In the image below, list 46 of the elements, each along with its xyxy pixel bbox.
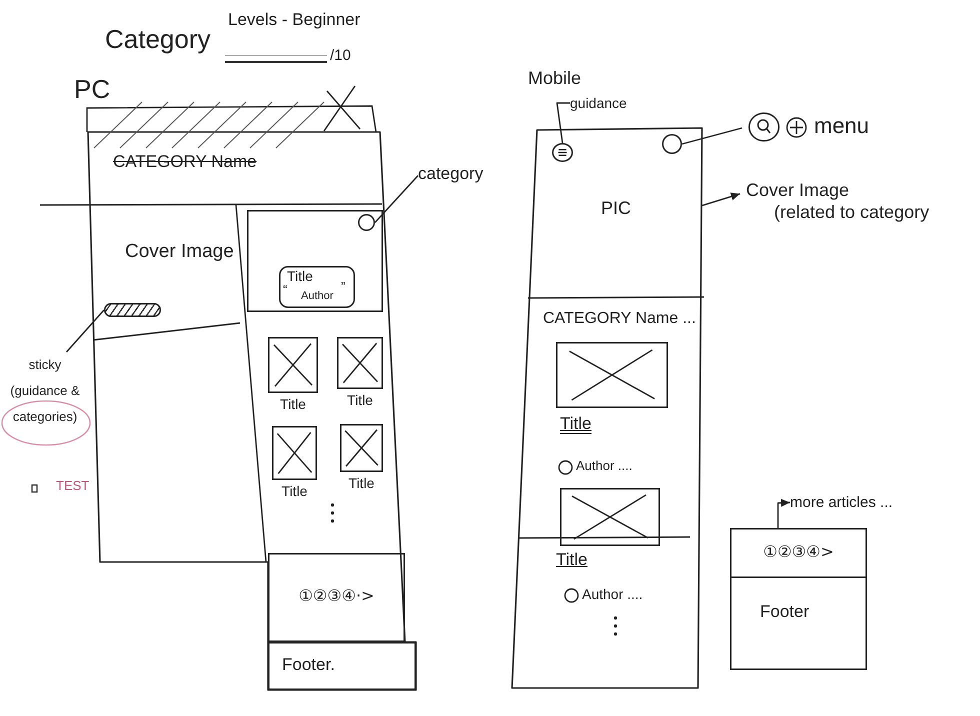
level-text: Levels - Beginner (228, 10, 360, 30)
footer-text: Footer (760, 602, 810, 622)
leader-line (374, 175, 419, 223)
pagination-text: ①②③④·> (298, 586, 374, 606)
section-heading: Mobile (528, 68, 582, 90)
author-text: Author .... (576, 458, 632, 474)
title-text: Title (348, 475, 374, 492)
author-text: Author (301, 290, 334, 304)
annotation-text: guidance (570, 94, 627, 112)
category-name-text: CATEGORY Name ... (543, 309, 696, 328)
title-text: Title (560, 414, 592, 434)
annotation-text: TEST (56, 478, 90, 494)
quote-mark: ” (341, 279, 346, 295)
annotation-text: (related to category (774, 202, 930, 224)
annotation-text: menu (814, 113, 870, 140)
menu-icon (552, 143, 573, 162)
placeholder-text: PIC (601, 198, 632, 220)
section-heading: PC (74, 74, 110, 106)
article-card (247, 210, 383, 312)
progress-text: /10 (330, 47, 351, 65)
title-text: Title (287, 268, 313, 285)
footer-card (730, 528, 867, 670)
title-text: Title (280, 396, 306, 413)
annotation-text: category (418, 163, 484, 184)
quote-mark: “ (283, 282, 288, 298)
page-title: Category (105, 24, 210, 56)
arrow (777, 498, 790, 528)
sticky-bar (104, 303, 161, 317)
featured-title-pill (279, 266, 355, 308)
footer-text: Footer. (282, 655, 335, 676)
annotation-text: more articles ... (790, 493, 893, 512)
pagination-text: ①②③④> (763, 542, 834, 562)
arrow (702, 192, 740, 206)
annotation-text: sticky (guidance & categories) (2, 352, 88, 430)
footer-bar (268, 642, 416, 690)
leader-line (556, 102, 570, 144)
title-text: Title (556, 550, 588, 570)
author-text: Author .... (582, 586, 643, 603)
annotation-text: Cover Image (746, 180, 850, 202)
placeholder-text: Cover Image (125, 241, 234, 264)
leader-line (682, 127, 742, 145)
pagination-bar (268, 553, 405, 642)
leader-line (66, 310, 105, 352)
title-text: Title (347, 392, 373, 409)
category-name-text: CATEGORY Name (113, 152, 257, 172)
title-text: Title (282, 483, 308, 500)
